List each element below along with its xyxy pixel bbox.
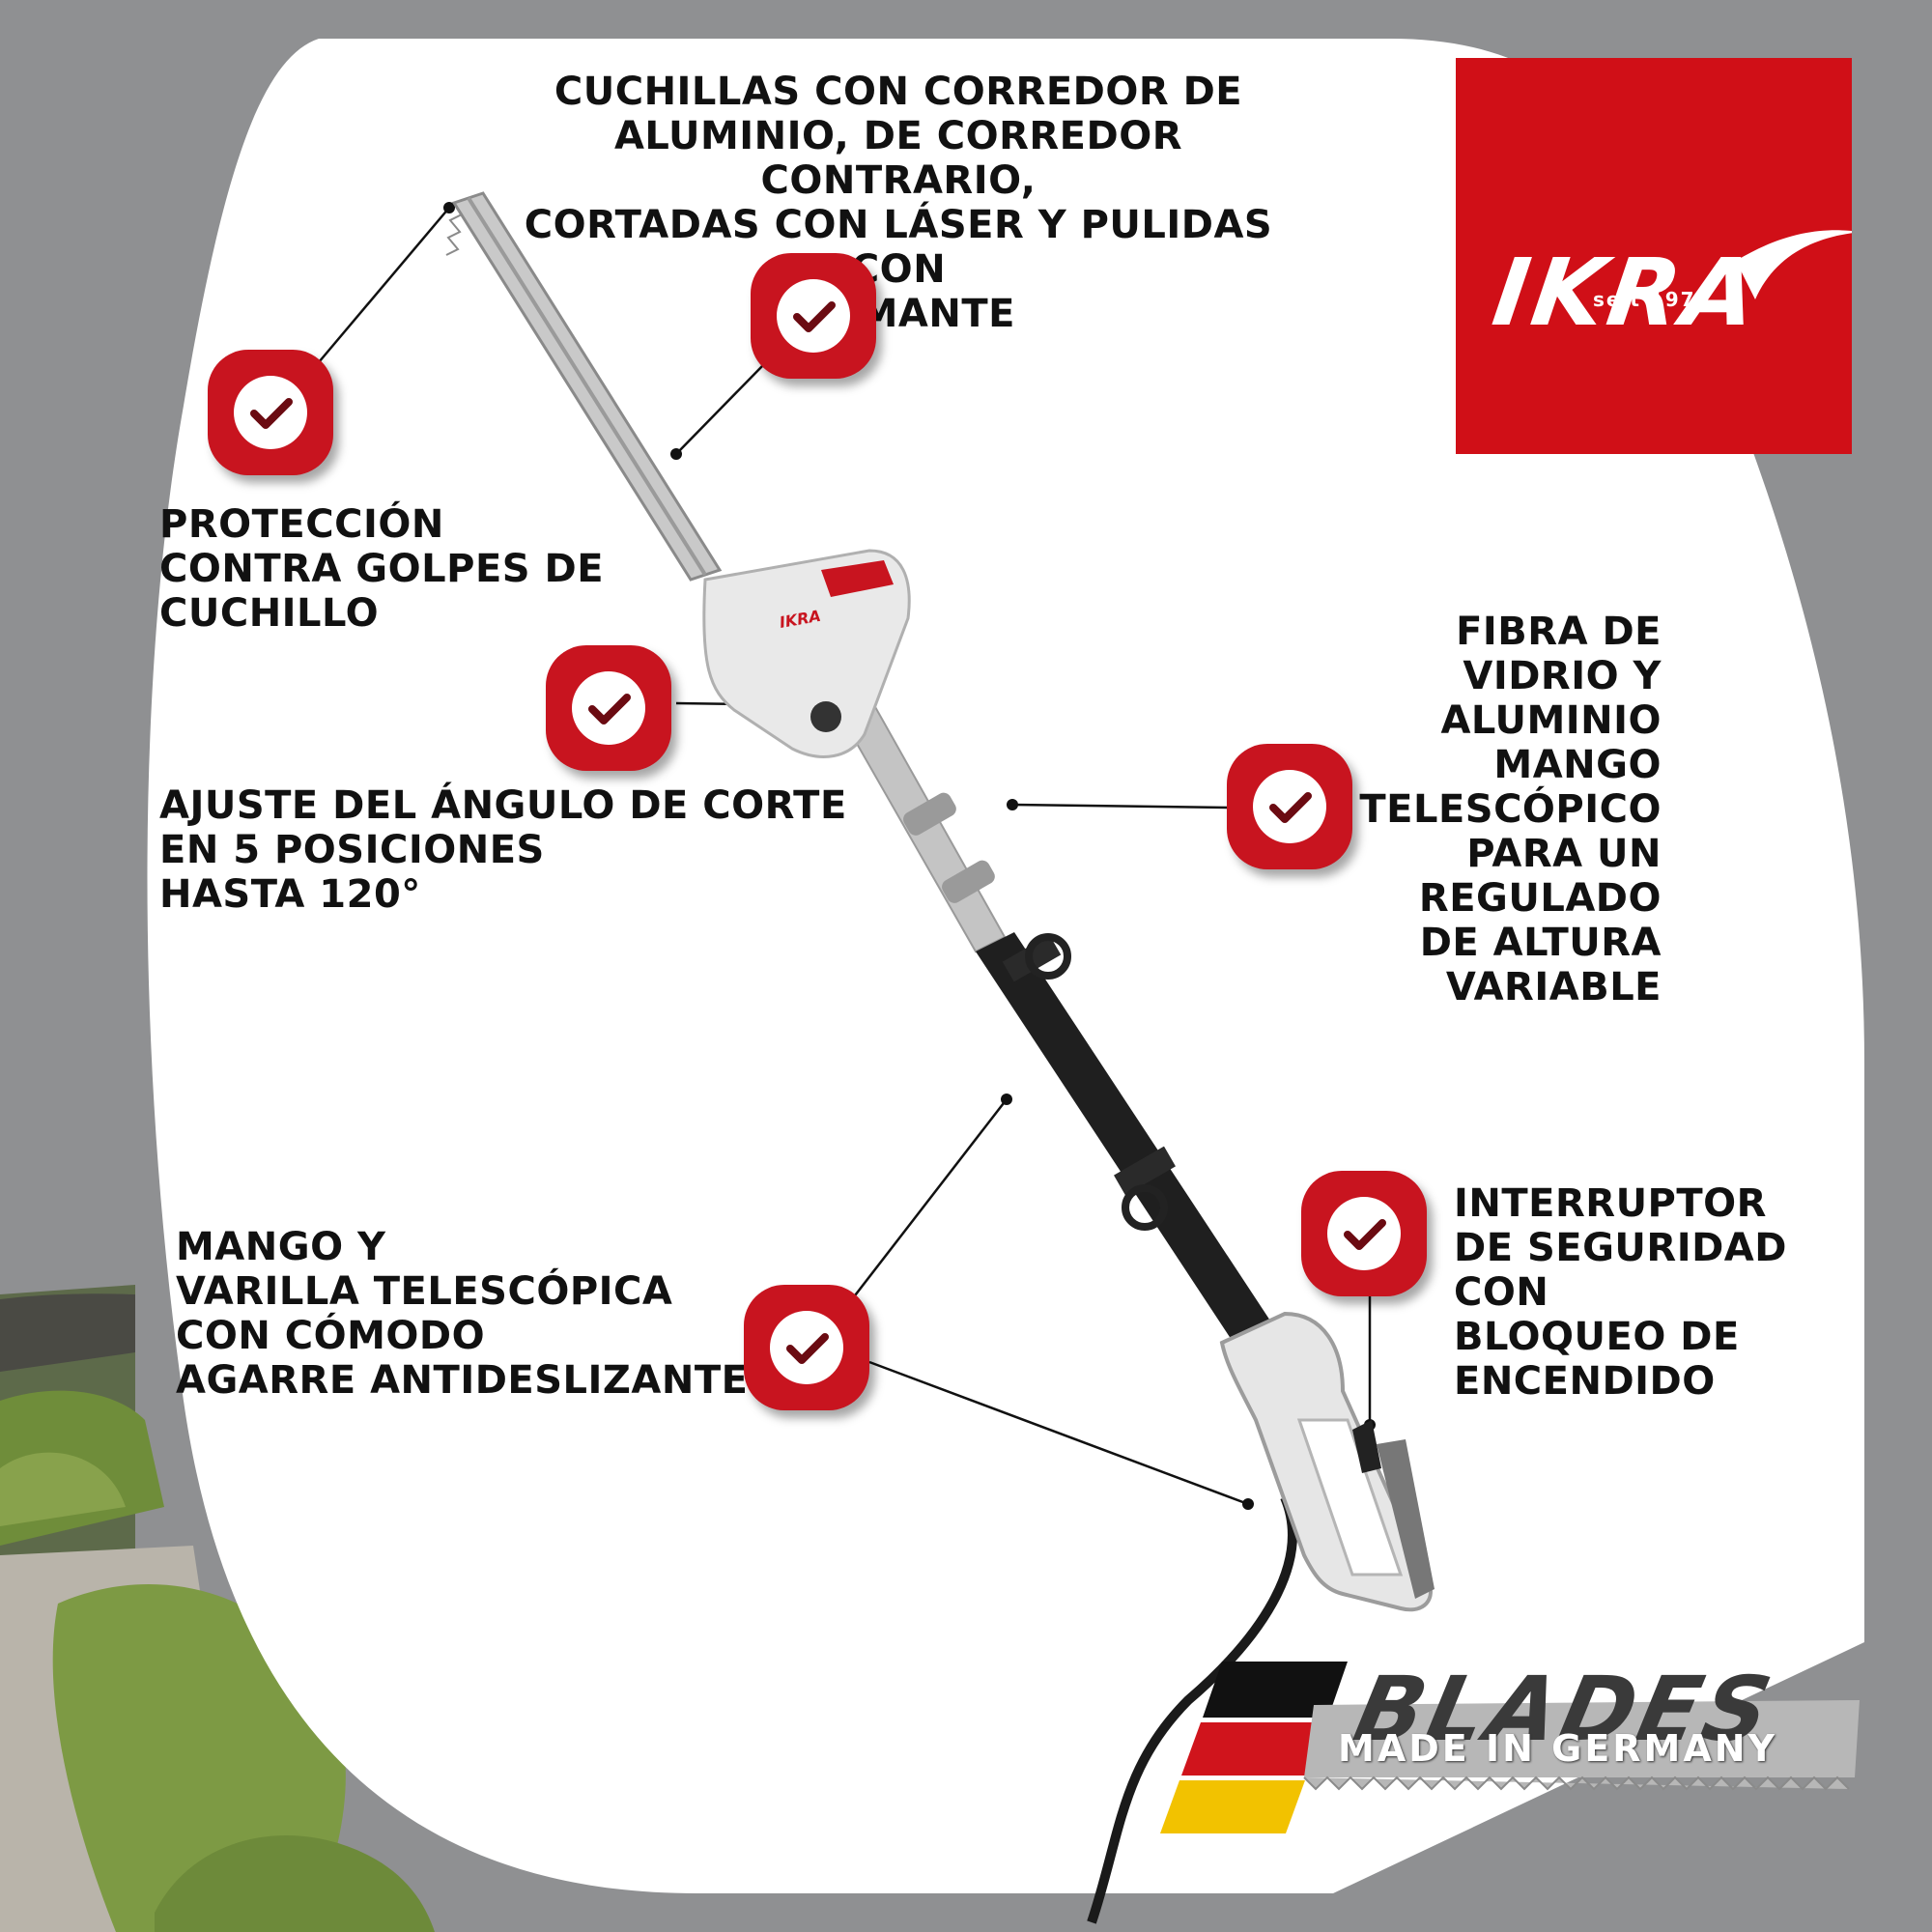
feature-blade-guard-text: PROTECCIÓN CONTRA GOLPES DE CUCHILLO: [159, 502, 605, 636]
pole: [838, 703, 1285, 1362]
check-badge-icon: [208, 350, 333, 475]
german-flag-icon: [1160, 1662, 1348, 1833]
check-badge-icon: [751, 253, 876, 379]
blade: [445, 191, 723, 582]
garden-photo: [0, 1285, 435, 1932]
feature-blades-text: CUCHILLAS CON CORREDOR DE ALUMINIO, DE C…: [524, 70, 1273, 336]
motor-housing: IKRA: [702, 549, 911, 758]
feature-angle-text: AJUSTE DEL ÁNGULO DE CORTE EN 5 POSICION…: [159, 783, 847, 917]
rear-handle: [1219, 1311, 1435, 1612]
logo-tagline: seit 1977: [1593, 288, 1712, 311]
power-cord: [1087, 1495, 1297, 1924]
feature-telescopic-text: FIBRA DE VIDRIO Y ALUMINIO MANGO TELESCÓ…: [1359, 610, 1662, 1009]
made-in-germany-text: MADE IN GERMANY: [1338, 1727, 1778, 1770]
check-badge-icon: [744, 1285, 869, 1410]
ikra-logo: IKRA seit 1977: [1456, 58, 1852, 454]
check-badge-icon: [1227, 744, 1352, 869]
check-badge-icon: [1301, 1171, 1427, 1296]
check-badge-icon: [546, 645, 671, 771]
logo-swoosh-icon: [1736, 230, 1852, 299]
blade-strip: [1303, 1700, 1860, 1791]
feature-safety-switch-text: INTERRUPTOR DE SEGURIDAD CON BLOQUEO DE …: [1454, 1181, 1787, 1404]
feature-handle-text: MANGO Y VARILLA TELESCÓPICA CON CÓMODO A…: [176, 1225, 749, 1403]
